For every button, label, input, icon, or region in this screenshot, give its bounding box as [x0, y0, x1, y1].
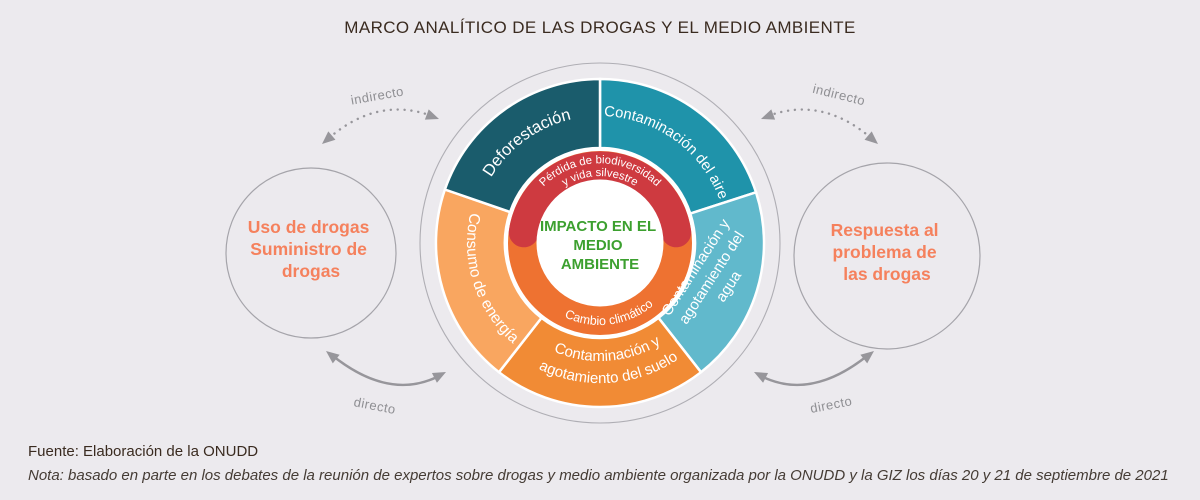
connector-indirect-right-label: indirecto	[811, 81, 867, 109]
connector-indirect-right	[761, 108, 878, 144]
wheel-outer-circle	[419, 62, 781, 424]
segment-aire	[598, 77, 758, 216]
arrowhead	[424, 109, 439, 120]
arrowhead	[761, 109, 776, 120]
footer-note: Nota: basado en parte en los debates de …	[28, 467, 1169, 484]
arrowhead	[754, 372, 769, 383]
segment-suelo	[497, 316, 703, 409]
center-circle	[536, 179, 664, 307]
connector-direct-left-label: directo	[353, 394, 398, 417]
center-label: IMPACTO EN EL MEDIO AMBIENTE	[540, 218, 660, 273]
left-circle	[225, 167, 397, 339]
right-circle	[793, 162, 981, 350]
segment-energia	[434, 187, 544, 374]
arrowhead	[431, 372, 446, 383]
arrowhead	[860, 351, 874, 364]
right-circle-label: Respuesta al problema de las drogas	[831, 220, 944, 284]
connector-indirect-left-label: indirecto	[350, 84, 405, 108]
connector-direct-right-label: directo	[809, 393, 854, 416]
footer-source: Fuente: Elaboración de la ONUDD	[28, 443, 259, 460]
arrowhead	[326, 351, 340, 364]
left-circle-label: Uso de drogas Suministro de drogas	[248, 217, 374, 281]
connector-indirect-left	[322, 108, 439, 144]
inner-ring-biodiversity	[508, 151, 692, 248]
connector-direct-left	[326, 351, 446, 387]
connector-direct-right	[754, 351, 874, 387]
page-title: MARCO ANALÍTICO DE LAS DROGAS Y EL MEDIO…	[344, 18, 856, 37]
segment-deforestacion	[443, 77, 602, 214]
arrowhead	[322, 131, 336, 144]
arrowhead	[864, 131, 878, 144]
